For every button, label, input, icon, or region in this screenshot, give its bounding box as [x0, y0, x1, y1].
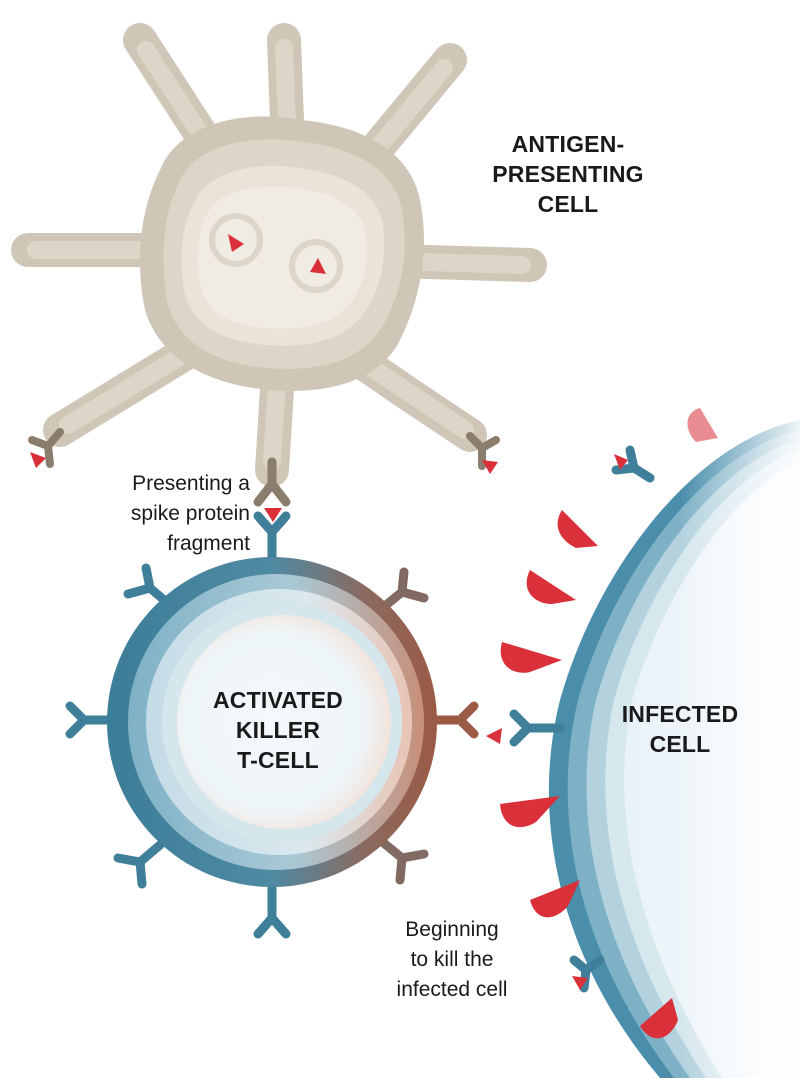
presenting-note-line-2: spike protein: [131, 502, 250, 525]
antigen-presenting-cell: [11, 23, 547, 507]
spike-fragment-icon: [30, 452, 46, 468]
apc-label-line-2: PRESENTING: [492, 161, 644, 187]
spike-fragment-icon: [572, 976, 588, 990]
spike-fragment-icon: [614, 454, 628, 470]
t-cell-label-line-3: T-CELL: [237, 747, 319, 773]
t-cell-label-line-2: KILLER: [236, 717, 320, 743]
presented-spike-fragment-icon: [264, 508, 282, 522]
spike-fragment-icon: [228, 234, 244, 252]
viral-spikes: [500, 408, 718, 1039]
viral-spike-icon: [526, 570, 576, 604]
presenting-note-line-3: fragment: [167, 532, 250, 555]
infected-label: INFECTED CELL: [622, 701, 739, 757]
infected-cell: [500, 380, 800, 1078]
killing-note: Beginning to kill the infected cell: [397, 918, 508, 1001]
contact-spike-fragment-icon: [486, 728, 502, 744]
apc-receptor-right-icon: [466, 432, 500, 470]
viral-spike-icon: [500, 796, 560, 828]
viral-spike-icon: [687, 408, 718, 442]
apc-vesicle-left: [209, 213, 263, 267]
spike-fragment-icon: [310, 258, 326, 274]
apc-label-line-1: ANTIGEN-: [512, 131, 625, 157]
t-cell-core: [177, 615, 391, 829]
apc-receptor-bottom-icon: [253, 457, 291, 507]
apc-receptor-left-icon: [28, 428, 64, 468]
t-cell-label: ACTIVATED KILLER T-CELL: [213, 687, 343, 773]
apc-label-line-3: CELL: [538, 191, 599, 217]
infected-label-line-2: CELL: [650, 731, 711, 757]
spike-fragment-icon: [482, 460, 498, 474]
killing-note-line-3: infected cell: [397, 978, 508, 1001]
apc-vesicle-right: [289, 239, 343, 293]
viral-spike-icon: [557, 510, 598, 548]
apc-label: ANTIGEN- PRESENTING CELL: [492, 131, 644, 217]
killing-note-line-1: Beginning: [405, 918, 498, 941]
killer-t-cell: [65, 511, 479, 939]
t-cell-label-line-1: ACTIVATED: [213, 687, 343, 713]
viral-spike-icon: [530, 880, 580, 918]
presenting-note: Presenting a spike protein fragment: [131, 472, 250, 555]
presenting-note-line-1: Presenting a: [132, 472, 250, 495]
infected-label-line-1: INFECTED: [622, 701, 739, 727]
infected-cell-fade: [680, 380, 800, 1078]
viral-spike-icon: [640, 998, 678, 1039]
killing-note-line-2: to kill the: [411, 948, 494, 971]
viral-spike-icon: [500, 642, 562, 673]
